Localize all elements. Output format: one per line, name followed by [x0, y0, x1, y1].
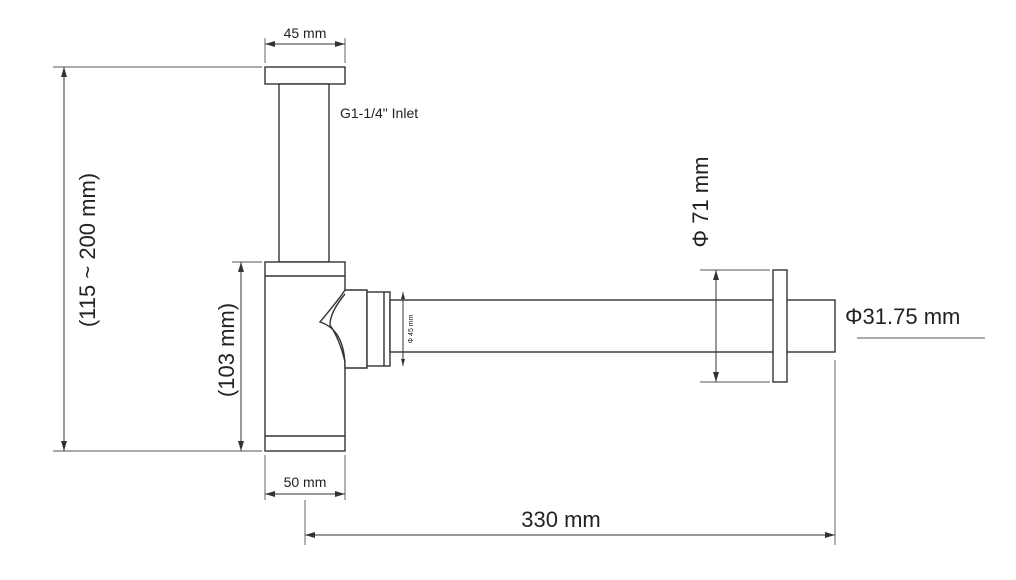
dimension-body-width: 50 mm [264, 455, 346, 500]
socket-nut [366, 291, 391, 367]
dimension-body-height: (103 mm) [214, 261, 262, 452]
label-inlet: G1-1/4" Inlet [340, 105, 418, 121]
outlet-pipe [389, 299, 836, 353]
dimension-pipe-diameter: Φ31.75 mm [845, 304, 985, 339]
wall-flange [772, 269, 788, 383]
dimension-outlet-length: 330 mm [304, 360, 836, 545]
label-body-height: (103 mm) [214, 303, 239, 397]
label-outlet-length: 330 mm [521, 507, 600, 532]
label-body-width: 50 mm [284, 474, 327, 490]
elbow-inner-curve [329, 293, 346, 363]
outlet-elbow [318, 289, 368, 369]
dimension-flange-diameter: Φ 71 mm [688, 157, 770, 383]
outlet-socket [318, 289, 391, 369]
label-socket-diameter: Φ 45 mm [408, 314, 415, 343]
inlet-tailpiece [278, 83, 330, 263]
inlet-cap [264, 66, 346, 85]
label-pipe-diameter: Φ31.75 mm [845, 304, 960, 329]
dimension-top-width: 45 mm [264, 25, 346, 63]
outlet-pipe-assembly [389, 269, 836, 383]
label-top-width: 45 mm [284, 25, 327, 41]
trap-body-outline [264, 261, 346, 452]
inlet-assembly [264, 66, 346, 263]
label-total-height: (115 ~ 200 mm) [75, 173, 100, 327]
dimension-total-height: (115 ~ 200 mm) [53, 66, 262, 452]
dimension-socket-diameter: Φ 45 mm [401, 292, 415, 366]
trap-body [264, 261, 346, 452]
label-flange-diameter: Φ 71 mm [688, 157, 713, 248]
